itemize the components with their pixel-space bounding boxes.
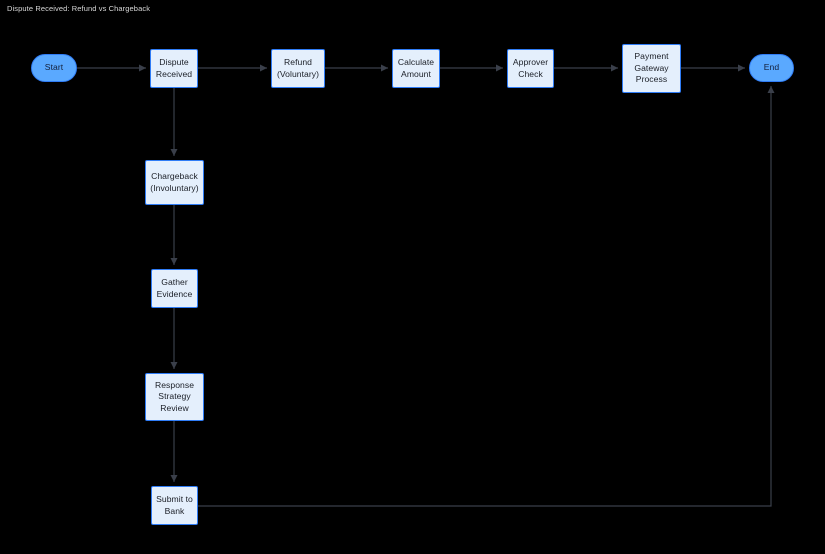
node-start-label: Start bbox=[44, 62, 64, 73]
node-submit-to-bank-label: Submit to Bank bbox=[156, 493, 193, 516]
node-refund-voluntary[interactable]: Refund (Voluntary) bbox=[271, 49, 325, 88]
node-end[interactable]: End bbox=[749, 54, 794, 82]
node-calculate-amount[interactable]: Calculate Amount bbox=[392, 49, 440, 88]
node-approver-check[interactable]: Approver Check bbox=[507, 49, 554, 88]
node-payment-gateway-process-label: Payment Gateway Process bbox=[634, 51, 669, 85]
node-chargeback-involuntary[interactable]: Chargeback (Involuntary) bbox=[145, 160, 204, 205]
node-dispute-received-label: Dispute Received bbox=[155, 56, 193, 79]
node-dispute-received[interactable]: Dispute Received bbox=[150, 49, 198, 88]
node-chargeback-involuntary-label: Chargeback (Involuntary) bbox=[150, 170, 199, 193]
node-gather-evidence[interactable]: Gather Evidence bbox=[151, 269, 198, 308]
edge-submit-to-end bbox=[198, 86, 775, 507]
node-gather-evidence-label: Gather Evidence bbox=[156, 276, 193, 299]
node-start[interactable]: Start bbox=[31, 54, 77, 82]
node-refund-voluntary-label: Refund (Voluntary) bbox=[276, 56, 320, 79]
node-response-strategy-review-label: Response Strategy Review bbox=[154, 379, 195, 413]
node-approver-check-label: Approver Check bbox=[512, 56, 549, 79]
node-payment-gateway-process[interactable]: Payment Gateway Process bbox=[622, 44, 681, 93]
node-end-label: End bbox=[763, 62, 780, 73]
node-calculate-amount-label: Calculate Amount bbox=[397, 56, 435, 79]
node-response-strategy-review[interactable]: Response Strategy Review bbox=[145, 373, 204, 421]
node-submit-to-bank[interactable]: Submit to Bank bbox=[151, 486, 198, 525]
page-title: Dispute Received: Refund vs Chargeback bbox=[7, 4, 151, 13]
